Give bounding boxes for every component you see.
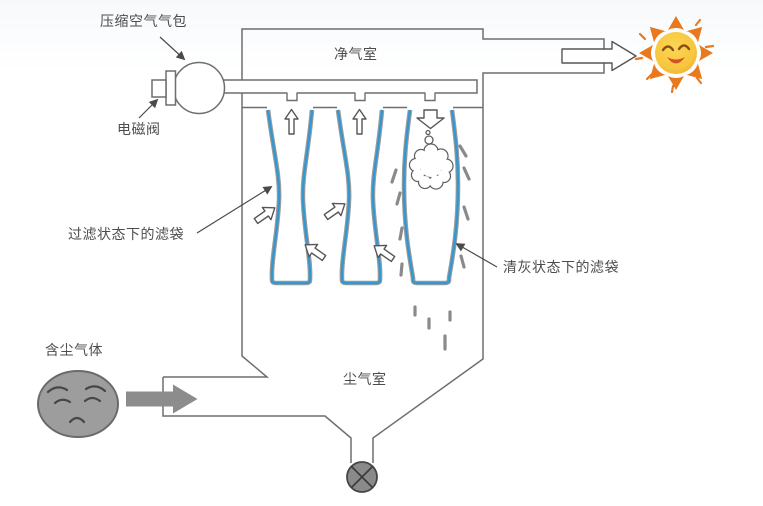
compressed-air-tank [151,61,226,115]
outlet-arrow [561,40,637,72]
leader-cleaning-bag [455,243,498,268]
blow-pipe [209,79,478,102]
inflow-arrow-bag2-left [323,202,346,221]
up-flow-arrow-2 [352,108,367,135]
nozzle-2 [354,91,366,102]
filter-bag-1 [265,109,315,286]
leader-filtering-bags [196,186,273,234]
filtering-bags-label: 过滤状态下的滤袋 [68,226,184,242]
inflow-arrow-bag2-right [373,244,396,263]
leader-solenoid-valve [138,98,159,119]
rotary-valve-icon [346,461,378,493]
cleaning-bag [401,109,461,286]
filter-bag-2 [335,109,385,286]
sun-happy-face-icon [634,16,715,94]
nozzle-3 [424,91,436,102]
label-leader-lines [138,36,498,268]
nozzle-1 [286,91,298,102]
dusty-gas-label: 含尘气体 [45,342,103,358]
sun-sparkles [634,18,715,94]
tank-flange [165,70,177,106]
inlet-arrow [126,384,198,414]
clean-air-chamber-label: 净气室 [334,46,378,62]
down-pulse-arrow [416,109,445,130]
dusty-gas-sad-face-icon [37,370,119,438]
up-flow-arrow-1 [284,108,299,135]
solenoid-valve-body [151,79,167,98]
dust-chamber-label: 尘气室 [343,371,387,387]
solenoid-valve-label: 电磁阀 [117,121,161,137]
falling-dust-dashes [390,144,471,351]
compressed-air-tank-label: 压缩空气气包 [100,13,187,29]
leader-compressed-air-tank [159,36,186,61]
inflow-arrow-bag1-left [253,206,276,225]
inflow-arrow-bag1-right [304,243,327,262]
cleaning-bag-label: 清灰状态下的滤袋 [503,259,619,275]
pulse-air-cloud-icon [408,129,454,190]
